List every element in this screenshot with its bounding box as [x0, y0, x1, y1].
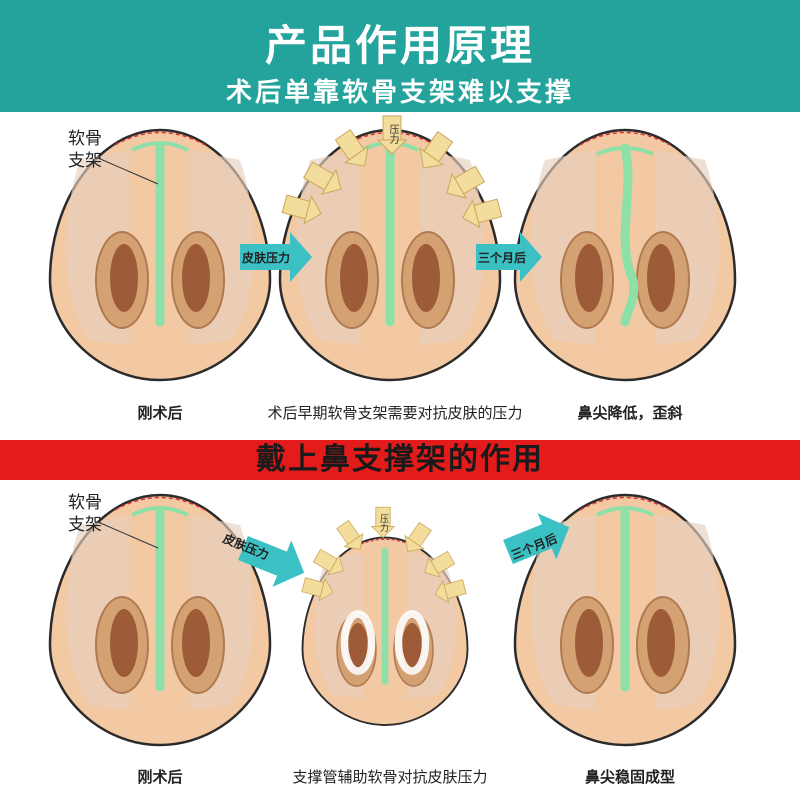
arrow-label-three-months-top: 三个月后 — [478, 249, 526, 266]
arrow-label-skin-pressure-top: 皮肤压力 — [242, 249, 290, 266]
cartilage-label-top-line1: 软骨 — [68, 128, 102, 150]
cartilage-label-top-line2: 支架 — [68, 150, 102, 172]
cartilage-label-top: 软骨 支架 — [68, 128, 102, 172]
cartilage-label-bottom-line2: 支架 — [68, 514, 102, 536]
cartilage-label-bottom-line1: 软骨 — [68, 492, 102, 514]
caption-bottom-1: 刚术后 — [110, 766, 210, 787]
caption-top-3: 鼻尖降低，歪斜 — [560, 402, 700, 423]
banner-text: 戴上鼻支撑架的作用 — [0, 440, 800, 480]
caption-top-2: 术后早期软骨支架需要对抗皮肤的压力 — [250, 402, 540, 423]
cartilage-label-bottom: 软骨 支架 — [68, 492, 102, 536]
caption-top-1: 刚术后 — [110, 402, 210, 423]
pressure-label-top: 压力 — [385, 124, 400, 144]
caption-bottom-3: 鼻尖稳固成型 — [570, 766, 690, 787]
caption-bottom-2: 支撑管辅助软骨对抗皮肤压力 — [270, 766, 510, 787]
pressure-label-bottom: 压力 — [377, 514, 390, 532]
banner: 戴上鼻支撑架的作用 — [0, 440, 800, 480]
nose-top-3 — [515, 130, 735, 380]
